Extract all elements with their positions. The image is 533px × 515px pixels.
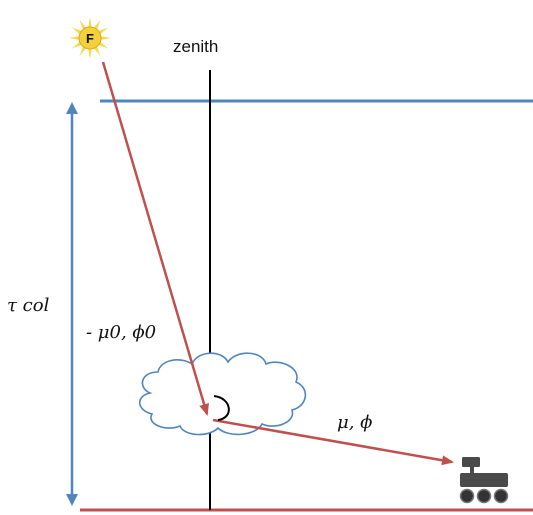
scattered-ray-arrow xyxy=(212,418,454,466)
sun-ray xyxy=(88,17,92,28)
incident-angles-label: - μ0, ϕ0 xyxy=(86,322,156,343)
tau-col-label: τ col xyxy=(7,295,50,316)
sun-ray xyxy=(93,46,101,57)
rover-icon xyxy=(459,457,509,504)
sun-ray xyxy=(100,36,111,40)
sun-ray xyxy=(71,27,82,35)
sun-ray xyxy=(79,46,87,57)
sun-ray xyxy=(98,27,109,35)
sun-ray xyxy=(93,19,101,30)
cloud-icon xyxy=(138,352,307,436)
sun-ray xyxy=(98,41,109,49)
scattering-angle-arc xyxy=(213,395,230,421)
sun-icon: F xyxy=(69,17,111,59)
sun-ray xyxy=(69,36,80,40)
sun-ray xyxy=(71,41,82,49)
sun-ray xyxy=(79,19,87,30)
scattered-angles-label: μ, ϕ xyxy=(337,412,372,433)
zenith-label: zenith xyxy=(173,37,218,56)
incident-ray-arrow xyxy=(101,61,209,416)
sun-ray xyxy=(88,48,92,59)
sun-label: F xyxy=(86,31,94,46)
